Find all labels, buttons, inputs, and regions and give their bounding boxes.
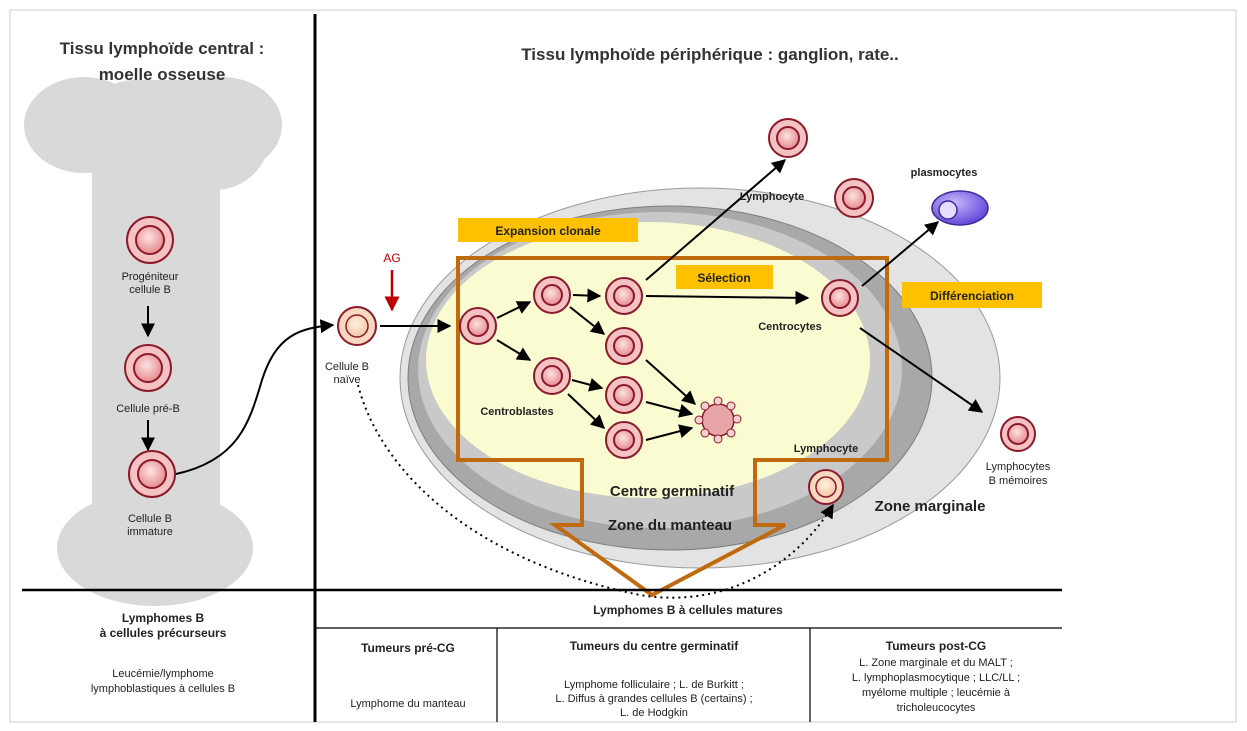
selection-box bbox=[676, 265, 773, 289]
germinal-center-arrows bbox=[496, 159, 984, 441]
mature-header: Lymphomes B à cellules matures bbox=[593, 603, 783, 617]
lymphocyte-top-label: Lymphocyte bbox=[740, 191, 804, 203]
progenitor-label-line1: Progéniteur bbox=[122, 271, 179, 283]
central-title-line2: moelle osseuse bbox=[99, 65, 226, 84]
apoptotic-cell bbox=[694, 396, 742, 444]
gc-cell bbox=[459, 307, 497, 345]
lymphocyte-top-cell bbox=[768, 118, 808, 158]
selection-label: Sélection bbox=[697, 271, 750, 285]
pre-cg-header: Tumeurs pré-CG bbox=[361, 641, 455, 655]
cg-body-line3: L. de Hodgkin bbox=[620, 707, 688, 719]
naive-b-cell bbox=[337, 306, 377, 346]
pre-cg-body: Lymphome du manteau bbox=[350, 698, 465, 710]
gc-cell bbox=[605, 327, 643, 365]
post-cg-header: Tumeurs post-CG bbox=[886, 639, 986, 653]
page-frame bbox=[9, 9, 1237, 723]
naive-label-line2: naïve bbox=[334, 374, 361, 386]
cg-body-line1: Lymphome folliculaire ; L. de Burkitt ; bbox=[564, 679, 744, 691]
peripheral-title: Tissu lymphoïde périphérique : ganglion,… bbox=[521, 45, 899, 64]
central-title-line1: Tissu lymphoïde central : bbox=[60, 39, 265, 58]
expansion-clonale-label: Expansion clonale bbox=[495, 224, 601, 238]
germinal-center-oval bbox=[426, 222, 870, 498]
zone-marginale-label: Zone marginale bbox=[875, 498, 986, 515]
differenciation-box bbox=[902, 282, 1042, 308]
expansion-clonale-box bbox=[458, 218, 638, 242]
memory-label-line1: Lymphocytes bbox=[986, 461, 1051, 473]
immature-cell bbox=[128, 450, 176, 498]
centre-germinatif-label: Centre germinatif bbox=[610, 483, 735, 500]
germinal-center-frame bbox=[456, 256, 889, 598]
precursor-header-line2: à cellules précurseurs bbox=[100, 626, 227, 640]
naive-label-line1: Cellule B bbox=[325, 361, 369, 373]
zone-manteau-label: Zone du manteau bbox=[608, 517, 732, 534]
cg-body-line2: L. Diffus à grandes cellules B (certains… bbox=[555, 693, 752, 705]
memory-cell bbox=[1000, 416, 1036, 452]
pre-b-cell bbox=[124, 344, 172, 392]
differenciation-label: Différenciation bbox=[930, 289, 1014, 303]
gc-cell bbox=[605, 421, 643, 459]
post-cg-body-line3: myélome multiple ; leucémie à bbox=[862, 687, 1011, 699]
immature-label-line2: immature bbox=[127, 526, 173, 538]
dotted-arrow-naive-to-marginal bbox=[357, 384, 834, 599]
marginal-zone-lymphocyte-cell bbox=[808, 469, 844, 505]
gc-cell bbox=[605, 277, 643, 315]
gc-cell bbox=[533, 276, 571, 314]
pre-b-label: Cellule pré-B bbox=[116, 403, 180, 415]
gc-cell bbox=[605, 376, 643, 414]
post-cg-body-line2: L. lymphoplasmocytique ; LLC/LL ; bbox=[852, 672, 1020, 684]
centroblast-cell bbox=[533, 357, 571, 395]
lymphocyte-bottom-label: Lymphocyte bbox=[794, 443, 858, 455]
cg-header: Tumeurs du centre germinatif bbox=[570, 639, 739, 653]
centrocyte-cell bbox=[821, 279, 859, 317]
precursor-header-line1: Lymphomes B bbox=[122, 611, 205, 625]
plasmocyte-cell bbox=[931, 190, 989, 226]
arrow-immature-to-naive bbox=[175, 319, 335, 475]
memory-label-line2: B mémoires bbox=[989, 475, 1048, 487]
post-cg-body-line4: tricholeucocytes bbox=[897, 702, 976, 714]
plasmocytes-label: plasmocytes bbox=[911, 167, 978, 179]
centroblastes-label: Centroblastes bbox=[480, 406, 553, 418]
precursor-body-line1: Leucémie/lymphome bbox=[112, 668, 214, 680]
progenitor-label-line2: cellule B bbox=[129, 284, 171, 296]
lymphocyte-side-cell bbox=[834, 178, 874, 218]
progenitor-cell bbox=[126, 216, 174, 264]
ag-label: AG bbox=[383, 251, 400, 265]
post-cg-body-line1: L. Zone marginale et du MALT ; bbox=[859, 657, 1013, 669]
immature-label-line1: Cellule B bbox=[128, 513, 172, 525]
precursor-body-line2: lymphoblastiques à cellules B bbox=[91, 683, 235, 695]
centrocytes-label: Centrocytes bbox=[758, 321, 822, 333]
